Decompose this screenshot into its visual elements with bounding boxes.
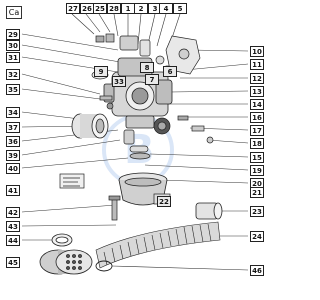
clamp-ring xyxy=(51,233,73,247)
callout-15: 15 xyxy=(250,152,264,163)
callout-39: 39 xyxy=(6,150,20,161)
callout-37: 37 xyxy=(6,122,20,133)
bottom-screws xyxy=(108,195,121,221)
parts-drawing: B xyxy=(21,13,249,275)
callout-10: 10 xyxy=(250,46,264,57)
callout-28: 28 xyxy=(107,3,121,14)
callout-2: 2 xyxy=(134,3,148,14)
callout-19: 19 xyxy=(250,165,264,176)
callout-4: 4 xyxy=(159,3,173,14)
callout-13: 13 xyxy=(250,86,264,97)
callout-36: 36 xyxy=(6,136,20,147)
rubber-boot xyxy=(195,202,223,220)
callout-43: 43 xyxy=(6,221,20,232)
callout-12: 12 xyxy=(250,73,264,84)
callout-34: 34 xyxy=(6,107,20,118)
callout-11: 11 xyxy=(250,59,264,70)
callout-26: 26 xyxy=(80,3,94,14)
callout-33: 33 xyxy=(112,76,126,87)
callout-9: 9 xyxy=(94,66,108,77)
callout-17: 17 xyxy=(250,125,264,136)
callout-27: 27 xyxy=(66,3,80,14)
callout-8: 8 xyxy=(140,62,154,73)
callout-24: 24 xyxy=(250,231,264,242)
callout-35: 35 xyxy=(6,84,20,95)
callout-29: 29 xyxy=(6,29,20,40)
exploded-parts-diagram: Ca B xyxy=(6,3,264,276)
cover-plate xyxy=(165,35,201,75)
callout-44: 44 xyxy=(6,235,20,246)
right-side-parts xyxy=(153,115,214,144)
float-bowl xyxy=(118,172,168,206)
callout-42: 42 xyxy=(6,207,20,218)
callout-32: 32 xyxy=(6,69,20,80)
diagram-corner-label: Ca xyxy=(6,6,22,19)
callout-21: 21 xyxy=(250,187,264,198)
callout-23: 23 xyxy=(250,206,264,217)
float-and-needle xyxy=(123,129,151,160)
callout-45: 45 xyxy=(6,257,20,268)
callout-18: 18 xyxy=(250,138,264,149)
corrugated-hose xyxy=(95,221,221,269)
callout-7: 7 xyxy=(145,74,159,85)
callout-25: 25 xyxy=(93,3,107,14)
callout-40: 40 xyxy=(6,163,20,174)
callout-14: 14 xyxy=(250,99,264,110)
leader-lines xyxy=(21,13,249,271)
callout-41: 41 xyxy=(6,185,20,196)
o-ring xyxy=(95,260,113,272)
callout-16: 16 xyxy=(250,112,264,123)
callout-22: 22 xyxy=(157,196,171,207)
decal-label xyxy=(59,173,85,189)
carburetor-body xyxy=(103,57,173,129)
air-filter xyxy=(39,249,93,275)
callout-6: 6 xyxy=(163,66,177,77)
callout-31: 31 xyxy=(6,52,20,63)
callout-1: 1 xyxy=(121,3,135,14)
intake-sleeve xyxy=(71,113,109,139)
callout-30: 30 xyxy=(6,40,20,51)
callout-5: 5 xyxy=(173,3,187,14)
callout-46: 46 xyxy=(250,265,264,276)
